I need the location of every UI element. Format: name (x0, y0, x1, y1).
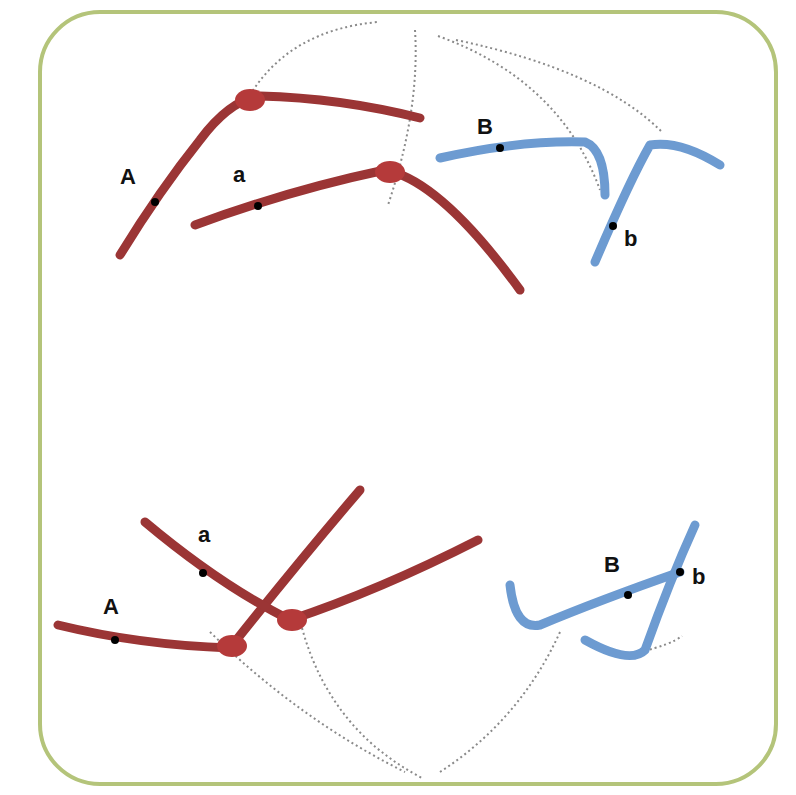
gene-label: A (120, 166, 136, 188)
gene-label: b (624, 228, 637, 250)
gene-label: B (477, 116, 493, 138)
gene-loci (111, 144, 684, 644)
gene-label: a (233, 164, 245, 186)
centromeres (217, 89, 405, 657)
frame (40, 12, 776, 784)
gene-label: B (604, 554, 620, 576)
gene-label: b (692, 566, 705, 588)
spindle-lines (210, 22, 682, 778)
gene-label: A (103, 596, 119, 618)
blue-chromosomes (440, 142, 720, 656)
gene-label: a (198, 524, 210, 546)
red-chromosomes (58, 96, 520, 648)
